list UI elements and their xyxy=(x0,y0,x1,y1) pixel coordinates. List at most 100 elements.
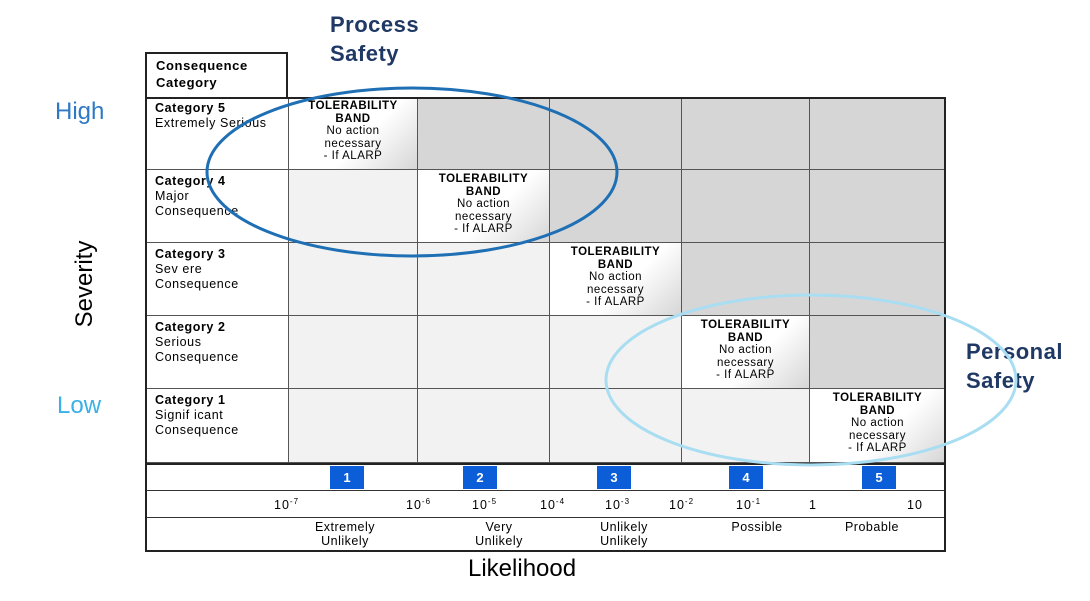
band-note: necessary xyxy=(324,137,382,150)
probability-tick: 10 xyxy=(907,498,923,512)
likelihood-label-5: Probable xyxy=(817,520,927,534)
category-name: Category 2 xyxy=(155,320,226,334)
likelihood-marker-3: 3 xyxy=(597,466,631,489)
matrix-cell xyxy=(289,316,418,389)
band-note: No action xyxy=(718,344,773,356)
likelihood-label-line: Unlikely xyxy=(600,534,648,548)
severity-axis-label: Severity xyxy=(71,240,98,328)
likelihood-label-3: Unlikely Unlikely xyxy=(569,520,679,548)
matrix-cell xyxy=(682,170,810,243)
category-desc: Consequence xyxy=(155,277,239,291)
matrix-cell xyxy=(682,389,810,463)
personal-safety-title-line1: Personal xyxy=(966,339,1063,364)
band-note: - If ALARP xyxy=(586,296,645,308)
band-title: TOLERABILITY xyxy=(438,173,529,185)
likelihood-axis-label: Likelihood xyxy=(468,555,577,582)
probability-tick: 10-1 xyxy=(736,497,762,512)
matrix-cell xyxy=(682,97,810,170)
matrix-cell xyxy=(289,170,418,243)
risk-matrix: Category 5 Extremely Serious TOLERABILIT… xyxy=(145,97,946,552)
scale-divider xyxy=(145,463,946,465)
process-safety-title-line1: Process xyxy=(330,12,420,37)
tolerability-band-cell-2: TOLERABILITY BAND No action necessary - … xyxy=(418,170,550,243)
probability-tick: 10-6 xyxy=(406,497,432,512)
band-note: necessary xyxy=(587,283,644,296)
category-desc: Serious xyxy=(155,335,202,349)
matrix-cell xyxy=(289,243,418,316)
category-name: Category 3 xyxy=(155,247,226,261)
category-name: Category 5 xyxy=(155,101,226,115)
band-note: - If ALARP xyxy=(323,150,383,162)
band-title: TOLERABILITY xyxy=(832,392,923,404)
probability-tick: 1 xyxy=(809,498,817,512)
process-safety-title-line2: Safety xyxy=(330,41,400,66)
likelihood-marker-2: 2 xyxy=(463,466,497,489)
personal-safety-title-line2: Safety xyxy=(966,368,1036,393)
matrix-cell xyxy=(289,389,418,463)
probability-tick: 10-4 xyxy=(540,497,566,512)
header-line2: Category xyxy=(156,75,218,90)
band-title: BAND xyxy=(727,331,764,344)
probability-tick: 10-7 xyxy=(274,497,300,512)
band-note: No action xyxy=(588,271,643,283)
likelihood-label-line: Extremely xyxy=(314,520,376,534)
category-desc: Consequence xyxy=(155,423,239,437)
category-2-label: Category 2 Serious Consequence xyxy=(145,316,289,389)
band-title: BAND xyxy=(859,404,896,417)
likelihood-label-2: Very Unlikely xyxy=(444,520,554,548)
category-name: Category 4 xyxy=(155,174,226,188)
likelihood-label-4: Possible xyxy=(702,520,812,534)
matrix-cell xyxy=(550,316,682,389)
scale-divider xyxy=(145,490,946,491)
band-note: - If ALARP xyxy=(454,223,513,235)
band-note: - If ALARP xyxy=(716,369,775,381)
band-note: - If ALARP xyxy=(848,442,907,454)
likelihood-label-line: Possible xyxy=(731,520,783,534)
header-line1: Consequence xyxy=(156,58,248,73)
tolerability-band-cell-3: TOLERABILITY BAND No action necessary - … xyxy=(550,243,682,316)
category-desc: Consequence xyxy=(155,204,239,218)
tolerability-band-cell-1: TOLERABILITY BAND No action necessary - … xyxy=(289,97,418,170)
category-desc: Extremely Serious xyxy=(155,116,267,130)
probability-tick: 10-3 xyxy=(605,497,631,512)
category-1-label: Category 1 Signif icant Consequence xyxy=(145,389,289,463)
band-note: necessary xyxy=(455,210,512,223)
probability-tick: 10-2 xyxy=(669,497,695,512)
scale-divider xyxy=(145,517,946,518)
band-title: TOLERABILITY xyxy=(570,246,661,258)
likelihood-label-line: Unlikely xyxy=(600,520,648,534)
category-3-label: Category 3 Sev ere Consequence xyxy=(145,243,289,316)
matrix-cell xyxy=(418,97,550,170)
tolerability-band-cell-4: TOLERABILITY BAND No action necessary - … xyxy=(682,316,810,389)
band-note: No action xyxy=(850,417,905,429)
category-4-label: Category 4 Major Consequence xyxy=(145,170,289,243)
band-title: BAND xyxy=(597,258,634,271)
category-5-label: Category 5 Extremely Serious xyxy=(145,97,289,170)
matrix-cell xyxy=(550,389,682,463)
band-title: TOLERABILITY xyxy=(700,319,791,331)
band-title: TOLERABILITY xyxy=(308,100,398,112)
personal-safety-title: Personal Safety xyxy=(966,337,1063,395)
severity-low-label: Low xyxy=(57,392,102,419)
category-desc: Consequence xyxy=(155,350,239,364)
likelihood-label-1: Extremely Unlikely xyxy=(290,520,400,548)
severity-high-label: High xyxy=(55,98,105,125)
band-title: BAND xyxy=(465,185,502,198)
likelihood-label-line: Probable xyxy=(844,520,900,534)
consequence-category-header: Consequence Category xyxy=(145,52,288,98)
band-note: necessary xyxy=(717,356,774,369)
matrix-cell xyxy=(418,243,550,316)
likelihood-marker-5: 5 xyxy=(862,466,896,489)
likelihood-label-line: Unlikely xyxy=(475,534,523,548)
likelihood-marker-1: 1 xyxy=(330,466,364,489)
matrix-cell xyxy=(810,243,946,316)
matrix-cell xyxy=(550,97,682,170)
matrix-cell xyxy=(810,170,946,243)
matrix-cell xyxy=(810,97,946,170)
matrix-cell xyxy=(810,316,946,389)
band-note: No action xyxy=(456,198,511,210)
matrix-cell xyxy=(418,389,550,463)
band-note: No action xyxy=(326,125,380,137)
band-note: necessary xyxy=(849,429,906,442)
likelihood-marker-4: 4 xyxy=(729,466,763,489)
